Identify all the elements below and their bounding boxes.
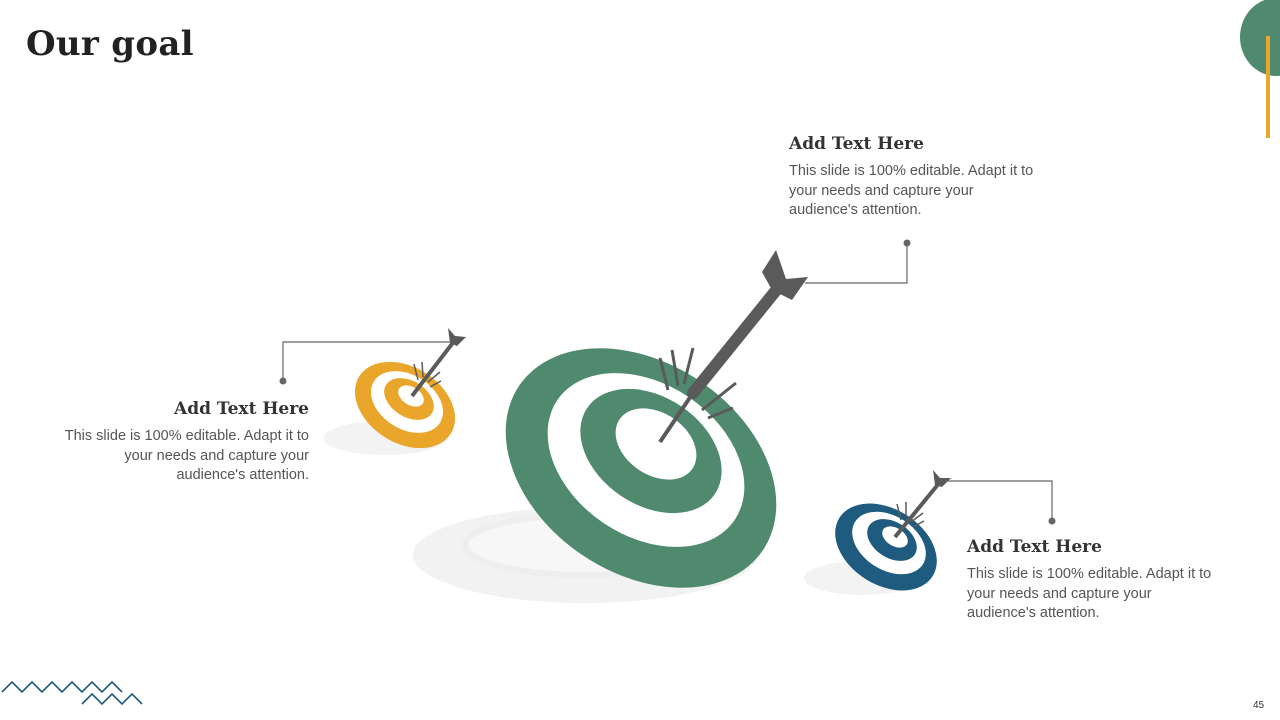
text-block-left: Add Text Here This slide is 100% editabl… [53,399,309,486]
orange-dart-icon [410,328,466,398]
orange-target-icon [354,361,456,449]
connector-dots [279,239,1056,525]
block-heading: Add Text Here [789,134,924,154]
page-title: Our goal [26,24,194,64]
large-target-icon [505,348,777,588]
connector-top [805,243,908,284]
connector-bottom-right [945,480,1053,521]
block-body: This slide is 100% editable. Adapt it to… [64,428,309,483]
zigzag-decoration [1,680,143,706]
connector-lines [282,243,1053,521]
text-block-bottom-right: Add Text Here This slide is 100% editabl… [967,537,1223,624]
text-block-top: Add Text Here This slide is 100% editabl… [789,134,1045,221]
blue-target-icon [835,503,937,591]
blue-dart-icon [893,470,951,539]
large-dart-icon [658,250,808,444]
corner-bar-accent [1266,36,1270,138]
block-heading: Add Text Here [174,399,309,419]
impact-lines [658,347,737,420]
block-body: This slide is 100% editable. Adapt it to… [789,163,1034,218]
block-heading: Add Text Here [967,537,1102,557]
page-number: 45 [1253,700,1265,711]
block-body: This slide is 100% editable. Adapt it to… [967,566,1212,621]
connector-left [282,341,452,381]
